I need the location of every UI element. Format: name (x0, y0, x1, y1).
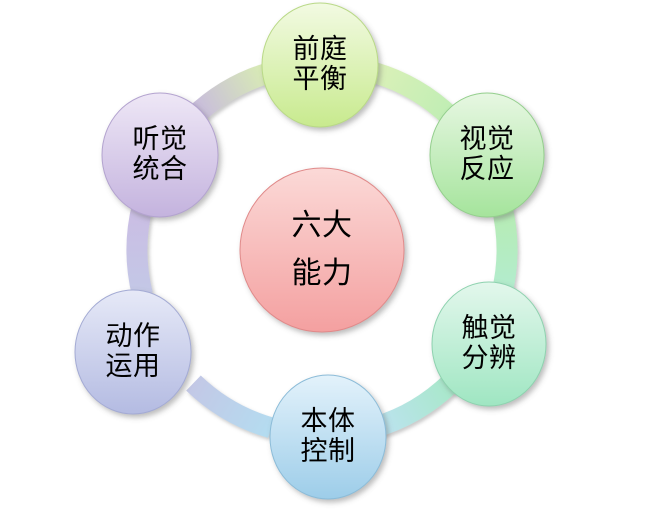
arc-tactile-to-proprioceptive (370, 375, 458, 438)
node-circle-hub[interactable] (239, 167, 405, 333)
node-circle-auditory-integration[interactable] (101, 92, 219, 218)
arc-motor-to-auditory (126, 202, 153, 298)
arc-visual-to-tactile (491, 202, 518, 298)
node-circle-vestibular-balance[interactable] (261, 2, 379, 128)
node-circle-motor-planning[interactable] (74, 289, 192, 415)
node-circle-proprioceptive-control[interactable] (269, 374, 387, 500)
arc-auditory-to-vestibular (186, 62, 274, 125)
node-shapes (74, 2, 547, 500)
connector-ring (126, 62, 518, 438)
node-circle-visual-response[interactable] (429, 92, 545, 218)
arc-proprioceptive-to-motor (186, 375, 274, 438)
arc-vestibular-to-visual (370, 62, 458, 125)
node-circle-tactile-discrimination[interactable] (431, 281, 547, 407)
